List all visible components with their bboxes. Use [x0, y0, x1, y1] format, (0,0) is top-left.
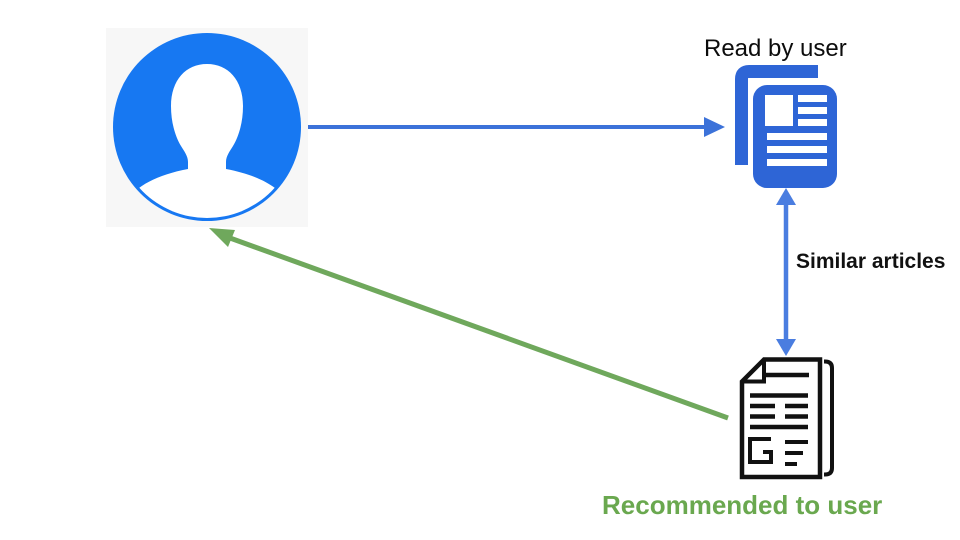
document-caption-lines: [785, 440, 808, 466]
user-node: [106, 28, 308, 227]
document-image-placeholder: [748, 437, 773, 464]
edge-recommended-arrowhead-icon: [209, 228, 235, 247]
similar-articles-label: Similar articles: [796, 250, 946, 273]
edge-similar-double-arrow: [776, 188, 796, 356]
avatar-silhouette: [122, 64, 292, 218]
edge-user-to-read-arrow: [307, 117, 725, 137]
articles-stack-icon: [735, 65, 837, 188]
recommended-to-user-label: Recommended to user: [602, 490, 883, 520]
document-page: [739, 357, 823, 480]
edge-recommended-line: [229, 235, 729, 421]
edge-recommended-to-user-arrow: [209, 228, 729, 421]
user-avatar-icon: [113, 33, 301, 221]
document-outline-icon: [739, 357, 834, 480]
read-by-user-label: Read by user: [704, 35, 847, 62]
articles-back-page: [735, 65, 818, 165]
articles-page-content: [765, 95, 827, 166]
document-folded-corner: [742, 361, 766, 384]
document-outline-group: [739, 357, 834, 480]
edge-user-to-read-arrowhead-icon: [704, 117, 725, 137]
document-stack-edge: [824, 359, 834, 477]
document-text-lines: [750, 372, 809, 430]
edge-similar-arrowhead-down-icon: [776, 339, 796, 356]
